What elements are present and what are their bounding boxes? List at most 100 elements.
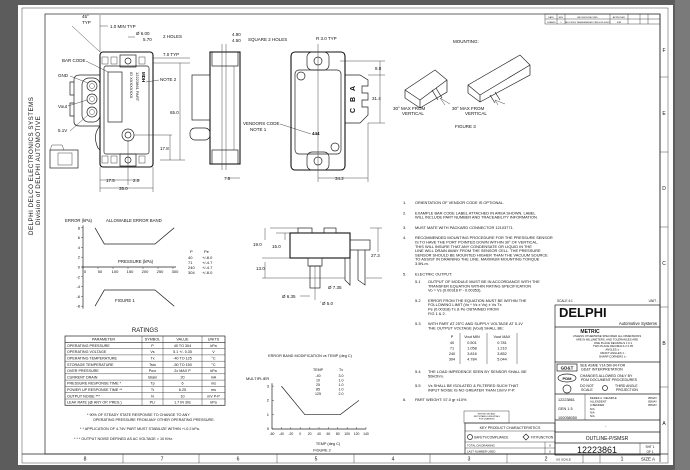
ratings-cell: LEAK RATE (@ ANY OP. PRES.) — [67, 401, 122, 405]
y-tick-label: 2 — [78, 255, 81, 260]
d13-dim: 13.0 — [256, 266, 265, 271]
pin-vout — [86, 93, 98, 105]
vout-cell: 5.044 — [497, 358, 507, 362]
mount-left-vertical: VERTICAL — [402, 111, 424, 116]
signer: DEREK A. DELMPLE — [590, 396, 617, 400]
d27-dim: 27.3 — [371, 253, 380, 258]
pin-gnd — [86, 80, 98, 92]
vout-cell: 0.781 — [497, 341, 507, 345]
x-tick-label: 250 — [157, 269, 164, 274]
ratings-cell: °C — [211, 363, 215, 367]
supply-label: 5.1V — [58, 128, 67, 133]
zone-row-label: A — [662, 421, 666, 427]
ratings-cell: ms — [211, 388, 216, 392]
material: - — [605, 423, 607, 428]
x-tick-label: 200 — [142, 269, 149, 274]
typ-7-dim: 7.0 TYP — [163, 52, 179, 57]
signer: N/A — [590, 410, 595, 414]
pin-b: B — [350, 97, 357, 102]
note-number: 5. — [403, 271, 406, 276]
note-number: 4. — [403, 235, 406, 240]
note-line: FOLLOWING LIMIT (Vo * Vs x Vs) ± Vs Tx — [428, 302, 502, 307]
mount-right-vertical: VERTICAL — [465, 111, 487, 116]
hole-dia-max: Ø 6.00 — [136, 31, 150, 36]
revision-header: DATE — [548, 16, 554, 19]
note-number: 5.3 — [415, 321, 421, 326]
sign-date: 05MAY — [648, 403, 657, 407]
revision-header: REVISION RECORD — [577, 17, 598, 19]
note-number: 5.1 — [415, 279, 421, 284]
width-dim: 35.0 — [119, 186, 128, 191]
x-tick-label: 300 — [172, 269, 179, 274]
mount-left-angle: 30° MAX FROM — [393, 106, 426, 111]
ratings-cell: OUTPUT NOISE *** — [67, 394, 100, 398]
back-view: C B A 444 R 3.0 TYP 8.8 31.4 34.2 — [290, 36, 385, 182]
table-header-tx: Tx — [339, 368, 343, 372]
label-line: 12223861 PART — [135, 72, 140, 102]
ratings-cell: P — [151, 344, 154, 348]
bar-code-callout: BAR CODE — [62, 58, 86, 63]
zone-column-label: 3 — [468, 457, 471, 463]
x-tick-label: -20 — [288, 432, 293, 436]
zone-row-label: C — [662, 261, 666, 267]
note-line: SENSOR SHOULD BE MOUNTED HIGHER THAN THE… — [415, 252, 548, 257]
zone-row-label: B — [662, 341, 666, 347]
ratings-cell: Povr — [149, 369, 157, 373]
vout-cell: 1.058 — [467, 347, 477, 351]
d3-dim: 34.2 — [335, 176, 344, 181]
unit-label: UNIT - — [649, 299, 658, 303]
notes: 1.ORIENTATION OF VENDOR CODE IS OPTIONAL… — [403, 200, 553, 402]
x-tick-label: 0 — [299, 432, 301, 436]
y-axis-label: MULTIPLIER — [246, 376, 269, 381]
holes-count: 2 HOLES — [163, 34, 182, 39]
side-title-line2: Division of DELPHI AUTOMOTIVE — [35, 116, 42, 225]
table-cell: 40 — [188, 255, 193, 260]
x-tick-label: 60 — [327, 432, 331, 436]
kpc-box — [464, 422, 556, 455]
ratings-cell: 20 — [180, 375, 184, 379]
note-line: 3.5N-m. — [415, 261, 429, 266]
note-line: Pe (0.00318) Tx & Pe OBTAINED FROM — [428, 307, 499, 312]
figure1-caption: FIGURE 1 — [115, 298, 135, 303]
table-cell: 304 — [188, 270, 195, 275]
table-cell: +/-8.0 — [202, 270, 213, 275]
table-cell: 71 — [188, 260, 193, 265]
safety-icon — [467, 434, 473, 440]
x-tick-label: 100 — [344, 432, 350, 436]
restricted-label: RESTRICTED AND REPORTABLE ESSENTIALS FOR… — [473, 413, 500, 421]
note-line: TRANSFER EQUATION WITHIN RATING SPECIFIC… — [428, 283, 531, 288]
dia50-dim: Ø 5.0 — [322, 301, 334, 306]
note-line: ORIENTATION OF VENDOR CODE IS OPTIONAL. — [415, 200, 504, 205]
x-tick-label: -60 — [270, 432, 275, 436]
vout-cell: 71 — [450, 347, 454, 351]
note-line: RECOMMENDED MOUNTING PROCEDURE FOR THE P… — [415, 235, 553, 240]
ratings-header: PARAMETER — [92, 338, 116, 342]
ratings-cell: ms — [211, 382, 216, 386]
ratings-footnote: * 90% OF STEADY STATE RESPONSE TO CHANGE… — [87, 413, 190, 417]
front-view: 45° TYP 1.0 MIN TYP Ø 6.00 5.70 2 HOLES … — [49, 14, 190, 192]
upper-error-band-line — [94, 227, 175, 245]
ratings-cell: Tsto — [149, 363, 156, 367]
zone-row-label: E — [662, 111, 666, 117]
note-line: OUTPUT OF MODULE MUST BE IN ACCORDANCE W… — [428, 279, 540, 284]
revision-cell: 1 — [560, 22, 562, 24]
figure2-caption: FIGURE 2 — [313, 449, 331, 453]
tolerance-line: ONE PLACE DECIMALS ± 0.1 — [594, 341, 633, 345]
do-not-scale: DO NOT SCALE — [580, 384, 595, 392]
y-tick-label: -4 — [76, 284, 80, 289]
note-number: 5.4 — [415, 369, 421, 374]
revision-header: APPROVED — [613, 16, 626, 19]
ratings-footnote: * * * OUTPUT NOISE DEFINED AS AC VOLTAGE… — [74, 437, 173, 441]
ratings-cell: N — [151, 394, 154, 398]
ratings-cell: -40 TO 125 — [173, 357, 192, 361]
gdt-text: SEE ASME Y14.5M-94 FOR GD&T INTERPRETATI… — [580, 364, 626, 372]
y-tick-label: 8 — [78, 225, 81, 230]
figure3-caption: FIGURE 3 — [455, 124, 476, 129]
note-line: Vo = Vs (0.00318 P - 0.00353). — [428, 288, 481, 293]
d15-dim: 15.0 — [272, 244, 281, 249]
radius-dim: R 3.0 TYP — [316, 36, 337, 41]
table-cell: 1.0 — [339, 379, 344, 383]
x-tick-label: -40 — [279, 432, 284, 436]
